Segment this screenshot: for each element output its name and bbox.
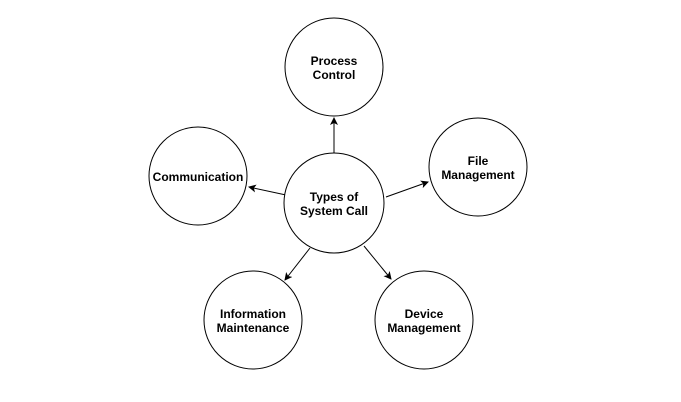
edge-to-information-maintenance — [284, 247, 311, 281]
node-label: System Call — [300, 204, 368, 218]
node-file-management: File Management — [428, 117, 528, 217]
node-label: Maintenance — [217, 321, 290, 335]
node-communication: Communication — [148, 126, 248, 226]
node-label: File — [468, 154, 489, 168]
edge-to-device-management — [363, 245, 392, 280]
edge-to-file-management — [385, 180, 429, 198]
node-label: Management — [387, 321, 460, 335]
node-information-maintenance: Information Maintenance — [203, 270, 303, 370]
node-label: Management — [441, 168, 514, 182]
node-label: Device — [405, 307, 444, 321]
node-label: Information — [220, 307, 286, 321]
node-device-management: Device Management — [374, 270, 474, 370]
node-label: Process — [311, 54, 358, 68]
node-label: Communication — [153, 170, 244, 184]
node-label: Types of — [310, 190, 359, 204]
node-label: Control — [313, 68, 356, 82]
edge-to-communication — [248, 184, 287, 196]
node-process-control: Process Control — [284, 17, 384, 117]
edges — [248, 117, 429, 281]
node-types-of-system-call: Types of System Call — [283, 152, 385, 254]
